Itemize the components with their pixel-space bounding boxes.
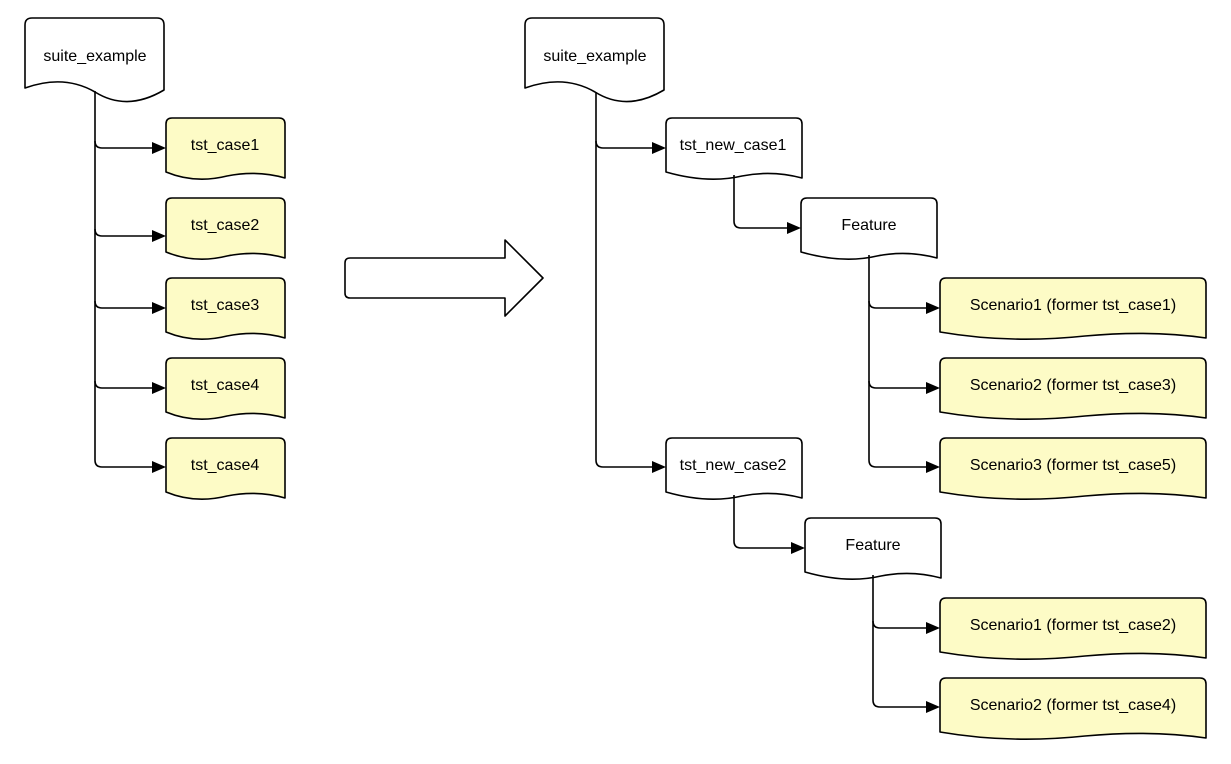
feature2-arrowhead-1 [926, 622, 940, 634]
scenario-label: Scenario3 (former tst_case5) [970, 457, 1176, 474]
transform-arrow-icon [344, 239, 544, 317]
case-node: tst_new_case1 [665, 117, 803, 180]
left-leaf-label: tst_case4 [191, 457, 260, 474]
left-branch-4 [94, 380, 152, 389]
left-arrowhead-2 [152, 230, 166, 242]
left-leaf-label: tst_case3 [191, 297, 260, 314]
left-arrowhead-1 [152, 142, 166, 154]
left-trunk-connector [94, 91, 152, 468]
feature-node: Feature [800, 197, 938, 260]
case2-to-feature-connector [733, 495, 791, 549]
left-leaf-label: tst_case1 [191, 137, 260, 154]
feature-label: Feature [841, 217, 896, 234]
case-node: tst_new_case2 [665, 437, 803, 500]
left-leaf-node: tst_case4 [165, 437, 286, 500]
left-branch-2 [94, 228, 152, 237]
scenario-label: Scenario1 (former tst_case1) [970, 297, 1176, 314]
left-leaf-label: tst_case4 [191, 377, 260, 394]
left-leaf-node: tst_case4 [165, 357, 286, 420]
feature1-arrowhead-1 [926, 302, 940, 314]
left-branch-1 [94, 140, 152, 149]
right-arrowhead-case2 [652, 461, 666, 473]
feature1-arrowhead-3 [926, 461, 940, 473]
left-arrowhead-5 [152, 461, 166, 473]
feature1-trunk-connector [868, 255, 926, 468]
left-leaf-node: tst_case3 [165, 277, 286, 340]
left-leaf-node: tst_case2 [165, 197, 286, 260]
right-tree: suite_example tst_new_case1 Feature Scen… [524, 17, 1207, 740]
scenario-node: Scenario2 (former tst_case3) [939, 357, 1207, 420]
scenario-label: Scenario2 (former tst_case3) [970, 377, 1176, 394]
left-root-label: suite_example [43, 48, 146, 65]
left-leaf-node: tst_case1 [165, 117, 286, 180]
left-branch-3 [94, 300, 152, 309]
scenario-node: Scenario1 (former tst_case2) [939, 597, 1207, 660]
feature1-branch-2 [868, 380, 926, 389]
feature2-branch-1 [872, 620, 926, 629]
scenario-label: Scenario1 (former tst_case2) [970, 617, 1176, 634]
feature-node: Feature [804, 517, 942, 580]
right-arrowhead-case1 [652, 142, 666, 154]
right-branch-case1 [595, 140, 652, 149]
right-trunk-connector [595, 92, 652, 468]
right-root-node: suite_example [524, 17, 665, 103]
scenario-label: Scenario2 (former tst_case4) [970, 697, 1176, 714]
feature2-arrowhead-2 [926, 701, 940, 713]
left-arrowhead-4 [152, 382, 166, 394]
right-root-label: suite_example [543, 48, 646, 65]
scenario-node: Scenario3 (former tst_case5) [939, 437, 1207, 500]
scenario-node: Scenario1 (former tst_case1) [939, 277, 1207, 340]
left-arrowhead-3 [152, 302, 166, 314]
case2-feature-arrowhead [791, 542, 805, 554]
feature-label: Feature [845, 537, 900, 554]
case-label: tst_new_case1 [680, 137, 787, 154]
left-leaf-label: tst_case2 [191, 217, 260, 234]
feature1-arrowhead-2 [926, 382, 940, 394]
case-label: tst_new_case2 [680, 457, 787, 474]
scenario-node: Scenario2 (former tst_case4) [939, 677, 1207, 740]
left-tree: suite_example tst_case1 tst_case2 tst_ca… [24, 17, 286, 500]
feature1-branch-1 [868, 300, 926, 309]
left-root-node: suite_example [24, 17, 165, 103]
feature2-trunk-connector [872, 575, 926, 708]
case1-feature-arrowhead [787, 222, 801, 234]
case1-to-feature-connector [733, 175, 787, 229]
